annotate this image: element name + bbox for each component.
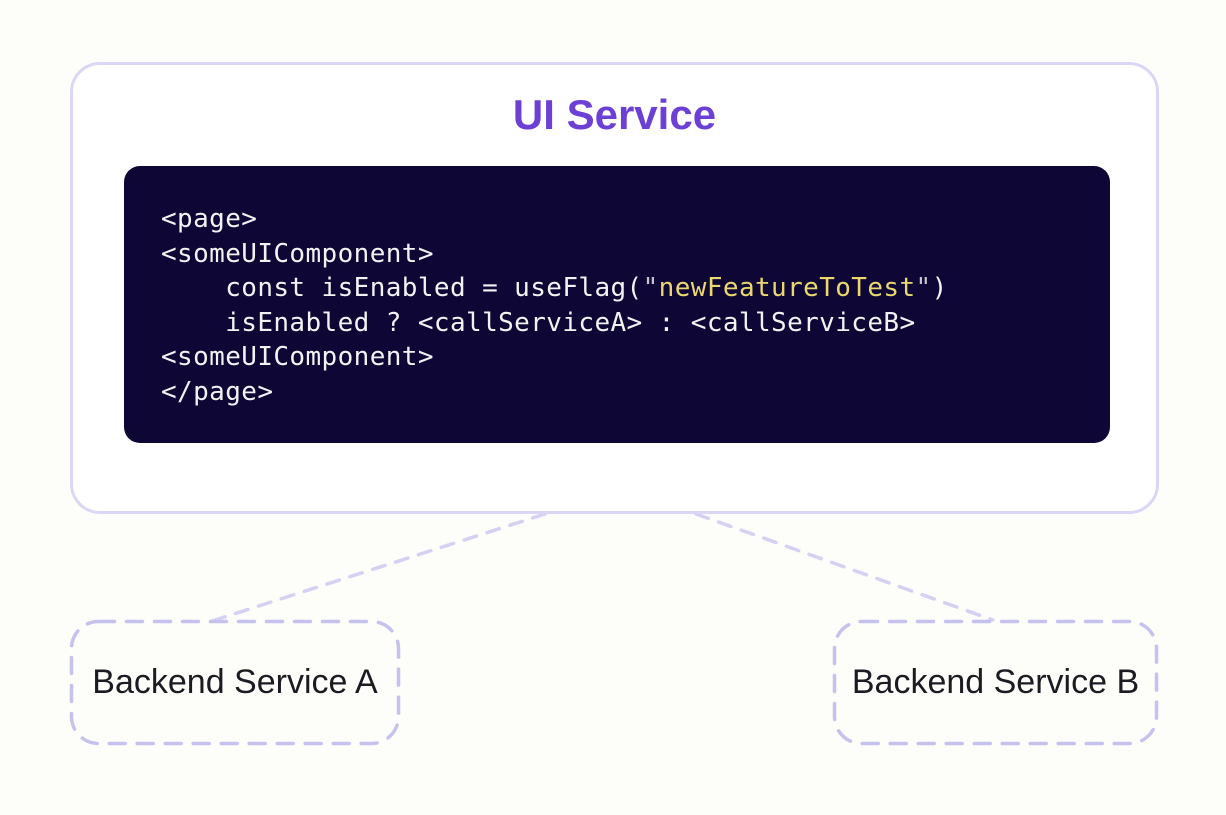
backend-node-b: Backend Service B bbox=[833, 620, 1158, 745]
connector-ui-to-backend-a bbox=[210, 512, 547, 623]
connector-ui-to-backend-b bbox=[694, 512, 995, 622]
code-line: </page> bbox=[161, 376, 274, 407]
backend-node-a: Backend Service A bbox=[70, 620, 400, 745]
code-line: <page> bbox=[161, 204, 258, 234]
code-line: const isEnabled = useFlag("newFeatureToT… bbox=[161, 273, 948, 304]
ui-service-container: UI Service <page> <someUIComponent> const… bbox=[70, 62, 1159, 514]
backend-node-a-label: Backend Service A bbox=[92, 663, 378, 701]
code-block: <page> <someUIComponent> const isEnabled … bbox=[124, 166, 1110, 443]
code-line: <someUIComponent> bbox=[161, 238, 434, 269]
code-content: <page> <someUIComponent> const isEnabled … bbox=[161, 202, 1092, 410]
ui-service-title: UI Service bbox=[512, 91, 717, 138]
code-line: isEnabled ? <callServiceA> : <callServic… bbox=[161, 307, 916, 338]
backend-node-b-label: Backend Service B bbox=[851, 663, 1140, 701]
code-line: <someUIComponent> bbox=[161, 342, 434, 373]
